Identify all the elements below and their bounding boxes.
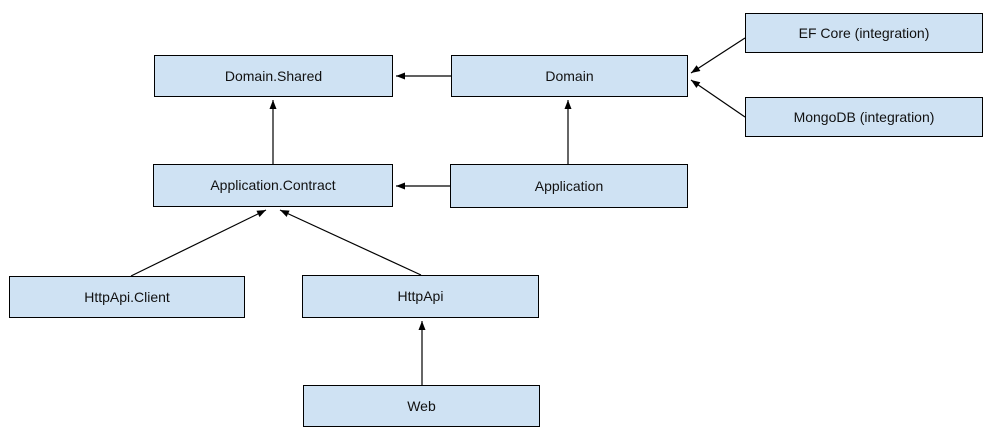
arrow-httpapi-client-to-application-contract [130,209,267,277]
node-domain: Domain [451,55,688,97]
arrow-efcore-to-domain [690,37,746,74]
node-application-label: Application [534,177,604,194]
node-application-contract-label: Application.Contract [210,177,336,194]
node-application-contract: Application.Contract [153,164,393,207]
node-web-label: Web [407,397,436,414]
node-domain-shared: Domain.Shared [154,55,393,97]
node-httpapi-label: HttpApi [397,288,444,305]
node-application: Application [450,164,688,208]
arrow-mongodb-to-domain [690,79,746,118]
node-web: Web [303,385,540,427]
node-domain-label: Domain [545,67,594,84]
node-domain-shared-label: Domain.Shared [224,67,323,84]
node-mongodb-integration-label: MongoDB (integration) [793,108,935,125]
arrow-httpapi-to-application-contract [279,209,422,276]
node-httpapi: HttpApi [302,275,539,318]
node-efcore-integration: EF Core (integration) [745,13,983,53]
node-httpapi-client-label: HttpApi.Client [84,288,170,305]
node-efcore-integration-label: EF Core (integration) [798,24,930,41]
node-mongodb-integration: MongoDB (integration) [745,97,983,137]
node-httpapi-client: HttpApi.Client [9,276,245,318]
